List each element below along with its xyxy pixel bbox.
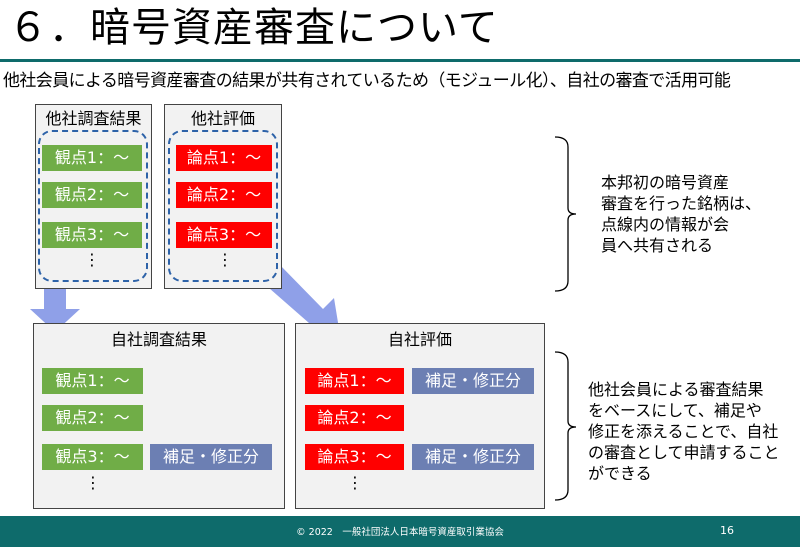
copyright: © 2022 一般社団法人日本暗号資産取引業協会 (296, 527, 504, 538)
own-viewpoint-2: 観点2：～ (42, 405, 143, 431)
own-investigation-title: 自社調査結果 (110, 330, 207, 349)
own-issue-3: 論点3：～ (305, 444, 404, 470)
other-investigation-title: 他社調査結果 (45, 109, 142, 128)
note-bottom-line: の審査として申請すること (588, 443, 780, 462)
note-top-line: 員へ共有される (601, 236, 714, 255)
ellipsis-icon: ⋮ (217, 250, 233, 269)
page-number: 16 (720, 524, 734, 537)
note-bottom-line: 修正を添えることで、自社 (588, 422, 779, 441)
note-top: 本邦初の暗号資産 審査を行った銘柄は、 点線内の情報が会 員へ共有される (601, 172, 761, 256)
note-bottom-line: ができる (588, 464, 652, 483)
down-arrow (30, 269, 80, 332)
other-issue-2: 論点2：～ (176, 182, 272, 208)
ellipsis-icon: ⋮ (347, 473, 363, 492)
page-title: ６．暗号資産審査について (8, 5, 499, 51)
own-supplement-badge: 補足・修正分 (412, 368, 534, 394)
ellipsis-icon: ⋮ (85, 473, 101, 492)
note-top-line: 審査を行った銘柄は、 (601, 194, 762, 213)
note-bottom-line: 他社会員による審査結果 (588, 380, 764, 399)
other-evaluation-title: 他社評価 (190, 109, 255, 128)
subtitle: 他社会員による暗号資産審査の結果が共有されているため（モジュール化）、自社の審査… (3, 71, 731, 91)
other-issue-3: 論点3：～ (176, 222, 272, 248)
own-supplement-badge: 補足・修正分 (150, 444, 272, 470)
own-viewpoint-1: 観点1：～ (42, 368, 143, 394)
note-bottom-line: をベースにして、補足や (588, 401, 762, 420)
footer-bar: © 2022 一般社団法人日本暗号資産取引業協会 16 (0, 516, 800, 547)
other-viewpoint-3: 観点3：～ (42, 222, 142, 248)
shared-info-border-evaluation (168, 130, 278, 282)
shared-info-border-investigation (38, 130, 148, 282)
own-issue-2: 論点2：～ (305, 405, 404, 431)
note-bottom: 他社会員による審査結果 をベースにして、補足や 修正を添えることで、自社 の審査… (588, 379, 780, 484)
other-issue-1: 論点1：～ (176, 145, 272, 171)
own-viewpoint-3: 観点3：～ (42, 444, 143, 470)
other-viewpoint-2: 観点2：～ (42, 182, 142, 208)
note-top-line: 本邦初の暗号資産 (601, 173, 730, 192)
other-viewpoint-1: 観点1：～ (42, 145, 142, 171)
ellipsis-icon: ⋮ (84, 250, 100, 269)
title-divider (0, 59, 800, 62)
own-issue-1: 論点1：～ (305, 368, 404, 394)
own-supplement-badge: 補足・修正分 (412, 444, 534, 470)
note-top-line: 点線内の情報が会 (601, 215, 730, 234)
own-evaluation-title: 自社評価 (387, 330, 452, 349)
